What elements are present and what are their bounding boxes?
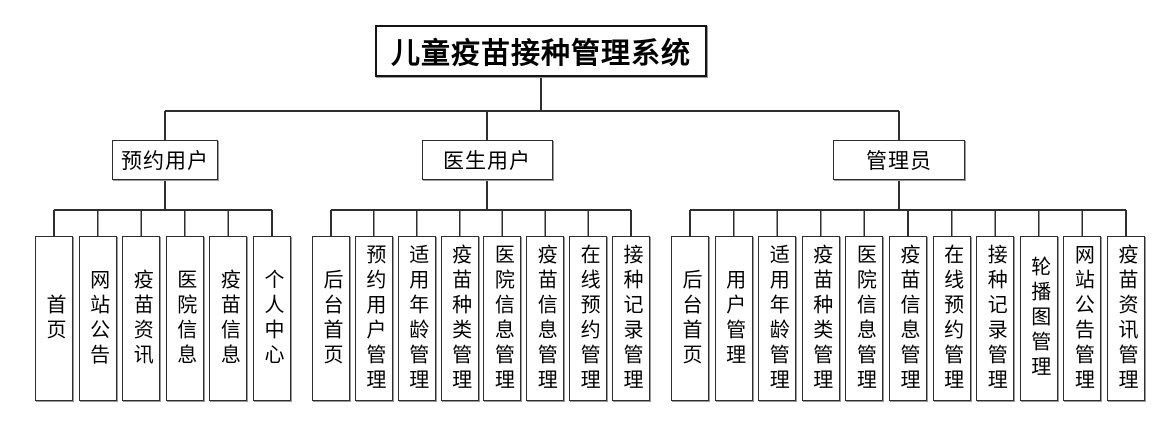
leaf-label: 疫苗资讯管理 xyxy=(1115,243,1137,394)
leaf-node: 疫苗资讯 xyxy=(122,236,161,401)
leaf-node: 在线预约管理 xyxy=(932,236,971,401)
leaf-label: 适用年龄管理 xyxy=(766,243,789,394)
leaf-node: 适用年龄管理 xyxy=(758,236,797,401)
leaf-node: 轮播图管理 xyxy=(1019,236,1058,401)
branch-label: 管理员 xyxy=(866,150,932,173)
leaf-label: 接种记录管理 xyxy=(984,243,1007,394)
leaf-node: 首页 xyxy=(35,236,73,401)
leaf-label: 后台首页 xyxy=(679,268,701,369)
branch-label: 医生用户 xyxy=(443,150,531,173)
leaf-label: 首页 xyxy=(43,293,65,344)
branch-node-2: 医生用户 xyxy=(421,140,553,180)
leaf-label: 疫苗信息 xyxy=(217,268,240,369)
leaf-label: 疫苗资讯 xyxy=(130,268,153,369)
leaf-label: 医院信息 xyxy=(173,268,196,369)
leaf-label: 用户管理 xyxy=(722,268,745,369)
root-title: 儿童疫苗接种管理系统 xyxy=(390,38,691,70)
leaf-label: 疫苗种类管理 xyxy=(809,243,832,394)
leaf-node: 在线预约管理 xyxy=(569,236,608,401)
leaf-label: 接种记录管理 xyxy=(620,243,642,394)
leaf-label: 在线预约管理 xyxy=(940,243,963,394)
branch-label: 预约用户 xyxy=(121,150,209,173)
leaf-label: 医院信息管理 xyxy=(853,243,876,394)
leaf-node: 接种记录管理 xyxy=(612,236,650,401)
leaf-node: 疫苗种类管理 xyxy=(440,236,479,401)
leaf-node: 网站公告管理 xyxy=(1063,236,1102,401)
leaf-node: 个人中心 xyxy=(253,236,291,401)
root-node: 儿童疫苗接种管理系统 xyxy=(375,25,707,77)
leaf-label: 预约用户管理 xyxy=(362,243,385,394)
leaf-node: 疫苗信息 xyxy=(209,236,248,401)
branch-node-1: 预约用户 xyxy=(112,140,218,180)
leaf-node: 医院信息 xyxy=(165,236,204,401)
leaf-node: 后台首页 xyxy=(671,236,709,401)
leaf-node: 疫苗种类管理 xyxy=(801,236,840,401)
leaf-label: 轮播图管理 xyxy=(1027,256,1050,381)
leaf-node: 预约用户管理 xyxy=(354,236,393,401)
leaf-label: 疫苗信息管理 xyxy=(897,243,919,394)
leaf-node: 疫苗资讯管理 xyxy=(1107,236,1145,401)
leaf-node: 后台首页 xyxy=(312,236,350,401)
leaf-node: 接种记录管理 xyxy=(976,236,1015,401)
leaf-node: 医院信息管理 xyxy=(483,236,522,401)
leaf-node: 用户管理 xyxy=(714,236,753,401)
leaf-label: 疫苗种类管理 xyxy=(448,243,471,394)
leaf-label: 疫苗信息管理 xyxy=(534,243,557,394)
leaf-node: 网站公告 xyxy=(78,236,117,401)
leaf-label: 适用年龄管理 xyxy=(405,243,428,394)
leaf-node: 疫苗信息管理 xyxy=(889,236,927,401)
leaf-node: 适用年龄管理 xyxy=(397,236,436,401)
leaf-label: 个人中心 xyxy=(261,268,283,369)
leaf-label: 网站公告 xyxy=(86,268,109,369)
leaf-label: 网站公告管理 xyxy=(1071,243,1094,394)
leaf-label: 在线预约管理 xyxy=(577,243,600,394)
leaf-label: 后台首页 xyxy=(320,268,342,369)
branch-node-3: 管理员 xyxy=(833,140,965,180)
leaf-label: 医院信息管理 xyxy=(491,243,514,394)
leaf-node: 医院信息管理 xyxy=(845,236,884,401)
leaf-node: 疫苗信息管理 xyxy=(526,236,565,401)
